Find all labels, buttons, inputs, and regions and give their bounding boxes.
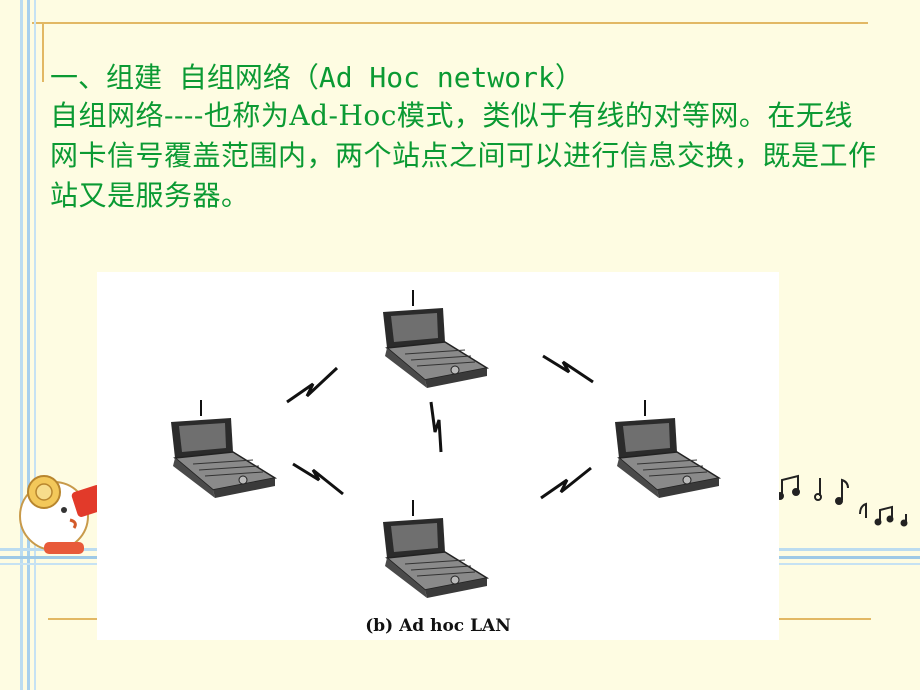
adhoc-network-diagram — [170, 289, 720, 599]
signal-bolt-center-icon — [429, 401, 443, 453]
description-paragraph: 自组网络----也称为Ad-Hoc模式，类似于有线的对等网。在无线网卡信号覆盖范… — [50, 99, 877, 212]
laptop-top-icon — [382, 289, 488, 389]
frame-top-line — [32, 22, 868, 24]
signal-bolt-bottom-left-icon — [292, 462, 344, 496]
signal-bolt-bottom-right-icon — [540, 466, 592, 500]
figure-caption: (b) Ad hoc LAN — [365, 616, 511, 636]
left-stripe-1 — [20, 0, 23, 690]
frame-bottom-line-left — [48, 618, 98, 620]
signal-bolt-top-left-icon — [286, 366, 339, 404]
laptop-left-icon — [170, 399, 276, 499]
frame-left-line — [42, 22, 44, 82]
signal-bolt-top-right-icon — [542, 354, 594, 384]
slide-text-block: 一、组建 自组网络（Ad Hoc network） 自组网络----也称为Ad-… — [50, 60, 890, 216]
cartoon-mascot-icon — [19, 475, 107, 554]
left-stripe-3 — [34, 0, 36, 690]
frame-bottom-line-right — [779, 618, 871, 620]
music-notes-icon — [776, 474, 908, 527]
adhoc-network-figure: (b) Ad hoc LAN — [97, 272, 779, 640]
section-heading: 一、组建 自组网络（Ad Hoc network） — [50, 61, 583, 94]
laptop-right-icon — [614, 399, 720, 499]
laptop-bottom-icon — [382, 499, 488, 599]
left-stripe-2 — [27, 0, 30, 690]
